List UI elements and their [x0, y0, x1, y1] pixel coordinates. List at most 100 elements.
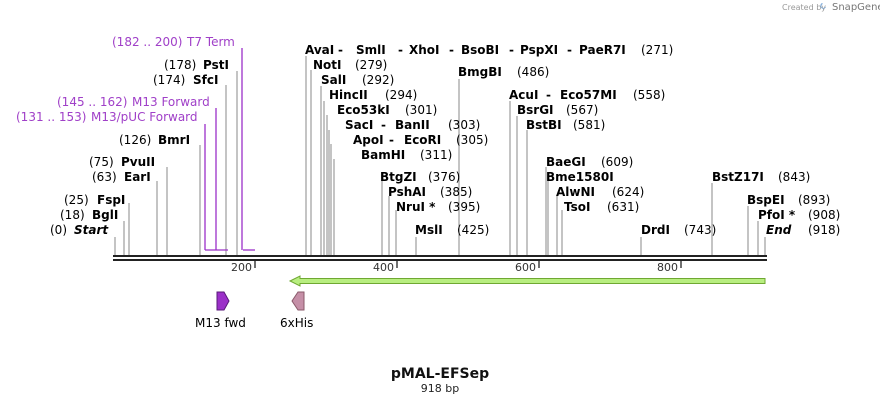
credit-brand: SnapGene — [832, 2, 880, 13]
6xhis-feature-icon[interactable] — [291, 291, 305, 311]
site-bamhi-name[interactable]: BamHI — [361, 148, 405, 162]
site-pspxi-name[interactable]: PspXI — [520, 43, 558, 57]
site-hincii-name[interactable]: HincII — [329, 88, 368, 102]
site-avai-pos: (271) — [641, 43, 673, 57]
site-tsoi-name[interactable]: TsoI — [564, 200, 590, 214]
site-acui-pos: (558) — [633, 88, 665, 102]
site-drdi-name[interactable]: DrdI — [641, 223, 670, 237]
site-pshai-name[interactable]: PshAI — [388, 185, 426, 199]
site-pvuii-name[interactable]: PvuII — [121, 155, 155, 169]
site-bsobi-name[interactable]: BsoBI — [461, 43, 499, 57]
site-avai-sep4: - — [509, 43, 514, 57]
m13-fwd-feature-icon[interactable] — [216, 291, 230, 311]
plasmid-length: 918 bp — [421, 382, 459, 395]
site-bsrgi-name[interactable]: BsrGI — [517, 103, 554, 117]
site-psti-name[interactable]: PstI — [203, 58, 229, 72]
site-sfci-name[interactable]: SfcI — [193, 73, 218, 87]
site-xhoi-name[interactable]: XhoI — [409, 43, 440, 57]
site-end-pos: (918) — [808, 223, 840, 237]
site-bgli-pos: (18) — [60, 208, 85, 222]
site-avai-sep1: - — [338, 43, 343, 57]
site-saci-sep: - — [381, 118, 386, 132]
site-acui-sep: - — [546, 88, 551, 102]
feature-6xhis-label: 6xHis — [280, 316, 313, 330]
tick-600: 600 — [515, 261, 536, 274]
site-bmri-pos: (126) — [119, 133, 151, 147]
site-pfoi-name[interactable]: PfoI * — [758, 208, 796, 222]
site-bme1580i-name[interactable]: Bme1580I — [546, 170, 614, 184]
site-bmgbi-name[interactable]: BmgBI — [458, 65, 502, 79]
primer-lines — [204, 48, 255, 251]
snapgene-logo-icon — [820, 3, 826, 9]
site-start-pos: (0) — [50, 223, 67, 237]
site-bstz17i-name[interactable]: BstZ17I — [712, 170, 764, 184]
site-sali-name[interactable]: SalI — [321, 73, 346, 87]
site-btgzi-name[interactable]: BtgZI — [380, 170, 417, 184]
site-noti-name[interactable]: NotI — [313, 58, 342, 72]
feature-m13-fwd-label: M13 fwd — [195, 316, 246, 330]
site-bspei-pos: (893) — [798, 193, 830, 207]
site-avai-name[interactable]: AvaI — [305, 43, 334, 57]
site-start-name: Start — [74, 223, 109, 237]
site-eco57mi-name[interactable]: Eco57MI — [560, 88, 617, 102]
site-eco53ki-name[interactable]: Eco53kI — [337, 103, 390, 117]
site-msli-name[interactable]: MslI — [415, 223, 443, 237]
site-saci-name[interactable]: SacI — [345, 118, 373, 132]
tick-200: 200 — [231, 261, 252, 274]
site-eco53ki-pos: (301) — [405, 103, 437, 117]
site-avai-sep2: - — [398, 43, 403, 57]
primer-m13puc-forward-range: (131 .. 153) — [16, 110, 86, 124]
site-avai-sep3: - — [449, 43, 454, 57]
site-bgli-name[interactable]: BglI — [92, 208, 118, 222]
site-bspei-name[interactable]: BspEI — [747, 193, 785, 207]
site-acui-name[interactable]: AcuI — [509, 88, 538, 102]
site-paer7i-name[interactable]: PaeR7I — [579, 43, 626, 57]
site-msli-pos: (425) — [457, 223, 489, 237]
site-alwni-pos: (624) — [612, 185, 644, 199]
site-bstz17i-pos: (843) — [778, 170, 810, 184]
site-bmgbi-pos: (486) — [517, 65, 549, 79]
site-tsoi-pos: (631) — [607, 200, 639, 214]
primer-t7-term-range: (182 .. 200) — [112, 35, 182, 49]
site-hincii-pos: (294) — [385, 88, 417, 102]
site-banii-name[interactable]: BanII — [395, 118, 430, 132]
site-drdi-pos: (743) — [684, 223, 716, 237]
site-bstbi-pos: (581) — [573, 118, 605, 132]
site-bsrgi-pos: (567) — [566, 103, 598, 117]
site-apoi-sep: - — [389, 133, 394, 147]
site-eari-pos: (63) — [92, 170, 117, 184]
primer-t7-term-name[interactable]: T7 Term — [186, 35, 235, 49]
site-bmri-name[interactable]: BmrI — [158, 133, 190, 147]
site-smli-name[interactable]: SmlI — [356, 43, 386, 57]
site-apoi-name[interactable]: ApoI — [353, 133, 384, 147]
site-apoi-pos: (305) — [456, 133, 488, 147]
site-pshai-pos: (385) — [440, 185, 472, 199]
site-sfci-pos: (174) — [153, 73, 185, 87]
site-pfoi-pos: (908) — [808, 208, 840, 222]
site-noti-pos: (279) — [355, 58, 387, 72]
site-eari-name[interactable]: EarI — [124, 170, 151, 184]
site-end-name: End — [766, 223, 792, 237]
site-fspi-pos: (25) — [64, 193, 89, 207]
site-alwni-name[interactable]: AlwNI — [556, 185, 595, 199]
site-nrui-pos: (395) — [448, 200, 480, 214]
site-bamhi-pos: (311) — [420, 148, 452, 162]
site-fspi-name[interactable]: FspI — [97, 193, 125, 207]
site-nrui-name[interactable]: NruI * — [396, 200, 436, 214]
plasmid-title: pMAL-EFSep — [391, 366, 489, 382]
site-ecori-name[interactable]: EcoRI — [404, 133, 441, 147]
axis-ticks — [254, 260, 682, 268]
site-psti-pos: (178) — [164, 58, 196, 72]
site-avai-sep5: - — [567, 43, 572, 57]
site-pvuii-pos: (75) — [89, 155, 114, 169]
orf-arrow[interactable] — [288, 275, 766, 287]
site-saci-pos: (303) — [448, 118, 480, 132]
primer-m13puc-forward-name[interactable]: M13/pUC Forward — [91, 110, 198, 124]
site-baegi-pos: (609) — [601, 155, 633, 169]
primer-m13-forward-name[interactable]: M13 Forward — [132, 95, 210, 109]
site-bstbi-name[interactable]: BstBI — [526, 118, 562, 132]
tick-800: 800 — [657, 261, 678, 274]
site-baegi-name[interactable]: BaeGI — [546, 155, 586, 169]
dna-backbone — [113, 255, 767, 261]
